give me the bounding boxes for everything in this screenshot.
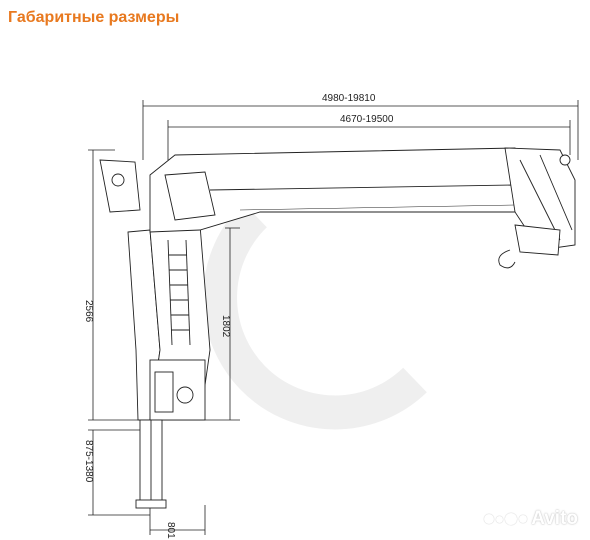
total-height-label: 2566 [83,300,94,323]
avito-watermark-text: Avito [531,508,578,529]
luffing-cylinder [164,171,216,221]
outrigger-height-label: 875-1380 [83,440,94,483]
boom-height-label: 1802 [220,315,231,338]
boom-reach-label: 4670-19500 [340,114,394,125]
avito-watermark: Avito [484,508,578,530]
ladder [167,239,191,346]
hook-block [514,224,561,256]
watermark-arc [203,202,427,430]
hook-icon [498,249,516,269]
avito-logo-icon [484,513,528,525]
outer-reach-label: 4980-19810 [322,93,376,104]
base-width-label: 801 [165,522,176,539]
crane-body [99,147,576,509]
main-boom [149,147,516,233]
page-title: Габаритные размеры [8,9,180,26]
